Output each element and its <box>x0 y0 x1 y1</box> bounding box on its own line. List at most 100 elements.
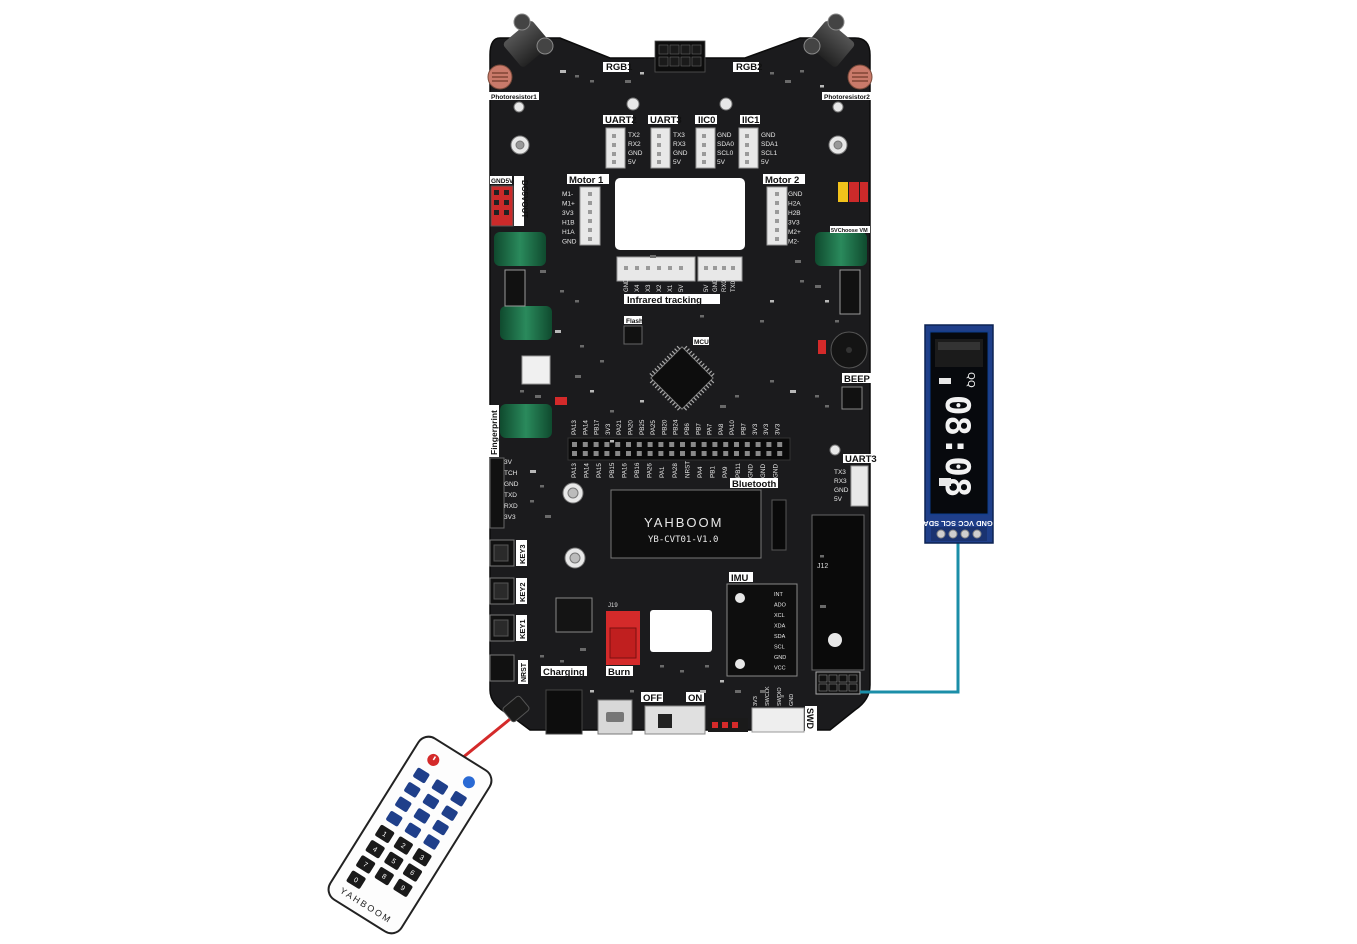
buzzer: BEEP <box>830 331 872 410</box>
header-top-label: PB17 <box>594 419 601 435</box>
header-bottom-label: PA4 <box>697 466 704 478</box>
remote-nav-key[interactable] <box>450 790 468 807</box>
remote-digit-key[interactable] <box>393 878 413 898</box>
pin-label: X2 <box>657 284 663 292</box>
ir-receiver <box>502 695 530 723</box>
rgb2-label: RGB2 <box>736 62 762 73</box>
remote-nav-key[interactable] <box>412 767 430 784</box>
pin-label: 3V3 <box>562 210 574 217</box>
header-bottom-label: PA16 <box>621 463 628 478</box>
header-bottom-label: PA14 <box>584 463 591 478</box>
remote-nav-key[interactable] <box>385 810 403 827</box>
mount-holes <box>510 97 848 569</box>
key-label: KEY3 <box>518 544 527 564</box>
header-top-label: PA14 <box>582 420 589 435</box>
header-top-label: PA10 <box>729 420 736 435</box>
pin-label: X3 <box>646 284 652 292</box>
pin-label: SDA0 <box>717 141 734 148</box>
iic1-label: IIC1 <box>742 115 760 126</box>
bluetooth-label: Bluetooth <box>732 479 777 490</box>
remote-nav-key[interactable] <box>422 793 440 810</box>
pin-label: 3V3 <box>504 514 516 521</box>
remote-digit-label: 1 <box>381 831 388 839</box>
remote-digit-key[interactable] <box>365 839 385 859</box>
remote-nav-key[interactable] <box>394 796 412 813</box>
pin-label: GND <box>504 481 519 488</box>
pin-label: M2+ <box>788 229 801 236</box>
pin-label: SCL0 <box>717 150 734 157</box>
charging-label: Charging <box>543 667 585 678</box>
flash-label: Flash <box>626 318 643 325</box>
capacitors <box>494 232 867 438</box>
dc5vout-header: GND5V DC5VOUT <box>490 176 529 227</box>
header-top-label: 3V3 <box>605 423 612 435</box>
key-label: KEY1 <box>518 619 527 639</box>
header-top-label: PB20 <box>661 419 668 435</box>
header-bottom-label: GND <box>773 464 780 478</box>
pin-label: RX3 <box>673 141 686 148</box>
imu-label: IMU <box>731 573 749 584</box>
header-bottom-label: PB11 <box>735 463 742 478</box>
remote-nav-key[interactable] <box>423 834 441 851</box>
oled-wire <box>860 540 960 694</box>
fingerprint-label: Fingerprint <box>489 410 499 455</box>
pin-label: M2- <box>788 239 799 246</box>
pin-label: H2A <box>788 201 801 208</box>
remote-digit-key[interactable] <box>393 836 413 856</box>
header-bottom-label: NRST <box>684 461 691 478</box>
remote-digit-label: 6 <box>408 869 415 877</box>
off-label: OFF <box>643 693 662 704</box>
pin-label: M1- <box>562 191 573 198</box>
pin-label: X1 <box>668 284 674 292</box>
photoresistor1-label: Photoresistor1 <box>491 94 537 101</box>
remote-digit-key[interactable] <box>402 863 422 883</box>
remote-nav-key[interactable] <box>441 805 459 822</box>
pin-label: SCL <box>774 645 785 651</box>
swd-label: SWD <box>805 708 815 729</box>
pin-label: 5V <box>717 159 726 166</box>
header-top-label: PA21 <box>616 420 623 435</box>
pin-label: GND <box>761 132 776 139</box>
pin-label: GND <box>562 239 577 246</box>
menu-icon[interactable] <box>461 774 478 791</box>
remote-nav-key[interactable] <box>403 781 421 798</box>
beep-label: BEEP <box>844 374 871 385</box>
header-bottom-label: PA28 <box>672 463 679 478</box>
pin-label: 5V <box>761 159 770 166</box>
pin-label: RXD <box>504 503 518 510</box>
module-brand: YAHBOOM <box>644 515 724 530</box>
header-bottom-label: PB16 <box>634 462 641 478</box>
pin-label: 5V <box>679 285 685 292</box>
ir-sensor-right <box>803 13 855 67</box>
remote-digit-key[interactable] <box>355 855 376 875</box>
pin-label: H1A <box>562 229 575 236</box>
remote-nav-key[interactable] <box>432 819 450 836</box>
pin-label: SWCLK <box>765 686 771 706</box>
uart3-right-label: UART3 <box>845 454 877 465</box>
remote-digit-key[interactable] <box>384 851 404 871</box>
pin-label: GND <box>717 132 732 139</box>
pin-label: H1B <box>562 220 575 227</box>
header-top-label: PA7 <box>707 423 714 435</box>
nrst-button[interactable] <box>489 654 515 682</box>
header-top-label: PB7 <box>695 423 702 435</box>
on-label: ON <box>688 693 702 704</box>
oled-pin-labels: GND VCC SCL SDA <box>923 519 993 528</box>
pin-label: XDA <box>774 624 786 630</box>
header-top-label: 3V3 <box>752 423 759 435</box>
silk-labels: RGB1 RGB2 Photoresistor1 Photoresistor2 <box>489 62 872 101</box>
motor1-label: Motor 1 <box>569 175 604 186</box>
remote-nav-key[interactable] <box>413 808 431 825</box>
remote-nav-key[interactable] <box>431 779 449 796</box>
ir-sensor-left <box>503 13 554 67</box>
remote-nav-key[interactable] <box>404 822 422 839</box>
remote-digit-key[interactable] <box>374 824 395 844</box>
remote-digit-key[interactable] <box>374 866 394 886</box>
remote-digit-label: 4 <box>371 846 378 854</box>
remote-digit-key[interactable] <box>412 848 432 868</box>
remote-digit-key[interactable] <box>346 870 366 890</box>
